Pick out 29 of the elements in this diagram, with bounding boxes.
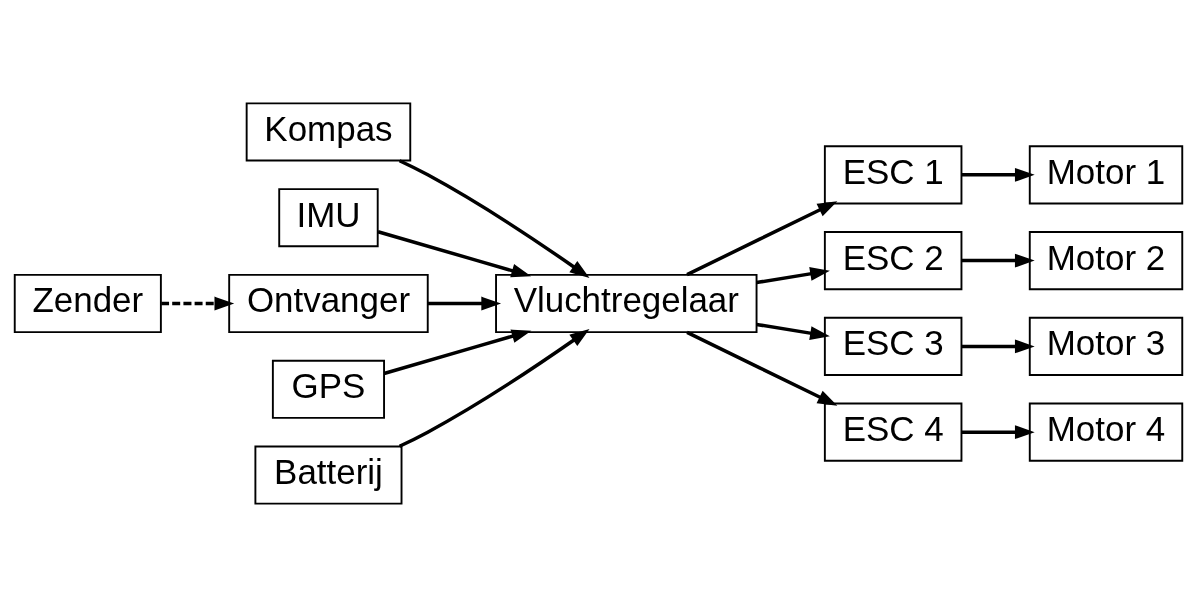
arrow bbox=[686, 330, 838, 406]
arrow bbox=[961, 253, 1035, 268]
arrow bbox=[398, 329, 590, 448]
arrow bbox=[398, 159, 590, 278]
arrow bbox=[383, 329, 532, 376]
arrow bbox=[427, 296, 502, 311]
arrow bbox=[377, 230, 532, 278]
node-box: Zender bbox=[13, 273, 162, 334]
node-box: Kompas bbox=[245, 102, 412, 162]
node-box: Motor 1 bbox=[1028, 145, 1184, 205]
arrow bbox=[756, 322, 830, 340]
node-box: ESC 1 bbox=[823, 145, 963, 205]
node-box: ESC 2 bbox=[823, 231, 963, 291]
node-box: GPS bbox=[271, 359, 385, 419]
node-box: Motor 4 bbox=[1028, 402, 1184, 462]
arrow bbox=[961, 425, 1035, 440]
node-box: ESC 3 bbox=[823, 316, 963, 376]
node-box: ESC 4 bbox=[823, 402, 963, 462]
arrow bbox=[756, 267, 830, 285]
arrow bbox=[961, 167, 1035, 182]
node-box: Ontvanger bbox=[228, 273, 429, 334]
arrow bbox=[686, 201, 838, 277]
node-box: Batterij bbox=[254, 445, 403, 505]
arrow bbox=[961, 339, 1035, 354]
node-box: Motor 2 bbox=[1028, 231, 1184, 291]
node-box: Motor 3 bbox=[1028, 316, 1184, 376]
node-box: IMU bbox=[278, 188, 379, 248]
node-box: Vluchtregelaar bbox=[495, 273, 758, 334]
arrow bbox=[161, 296, 235, 311]
